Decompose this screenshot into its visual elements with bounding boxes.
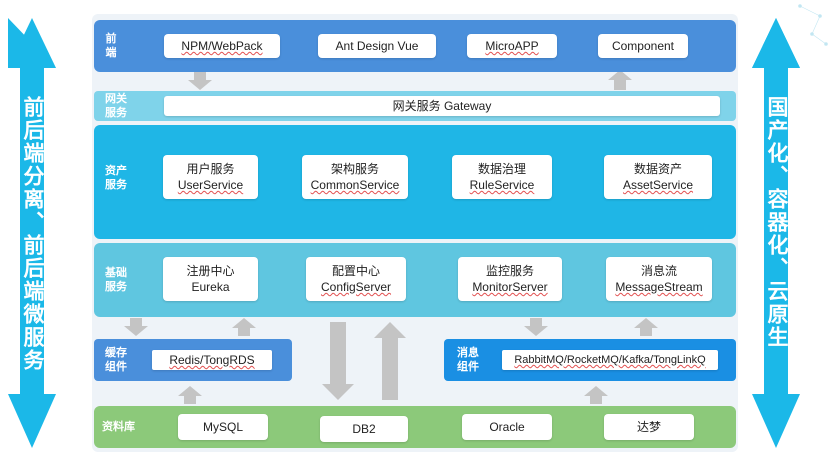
- database-item-oracle: Oracle: [462, 414, 552, 440]
- database-item-mysql: MySQL: [178, 414, 268, 440]
- arrow-base-to-mq: [524, 318, 548, 336]
- database-layer-label: 资料库: [102, 421, 135, 433]
- frontend-item-component: Component: [598, 34, 688, 58]
- arrow-mq-to-base: [634, 318, 658, 336]
- arrow-base-to-cache: [124, 318, 148, 336]
- arrow-database-to-cache: [178, 386, 202, 404]
- left-side-text: 前后端分离、前后端微服务: [21, 96, 44, 372]
- mq-item: RabbitMQ/RocketMQ/Kafka/TongLinkQ: [502, 350, 718, 370]
- frontend-item-antdv: Ant Design Vue: [318, 34, 436, 58]
- database-item-dameng: 达梦: [604, 414, 694, 440]
- frontend-layer-label: 前端: [105, 33, 117, 59]
- arrow-cache-to-base: [232, 318, 256, 336]
- database-item-db2: DB2: [320, 416, 408, 442]
- gateway-item: 网关服务 Gateway: [164, 96, 720, 116]
- frontend-item-npm: NPM/WebPack: [164, 34, 280, 58]
- decorative-network: [798, 4, 828, 46]
- left-side-arrow: [8, 18, 56, 448]
- arrow-database-to-mq: [584, 386, 608, 404]
- frontend-item-microapp: MicroAPP: [467, 34, 557, 58]
- cache-layer-label: 缓存组件: [105, 347, 127, 373]
- gateway-layer-label: 网关服务: [105, 93, 127, 119]
- arrow-gateway-to-frontend: [608, 70, 632, 90]
- right-side-arrow: [752, 18, 800, 448]
- arrow-base-to-database: [322, 322, 354, 400]
- right-side-text: 国产化、容器化、云原生: [765, 96, 788, 349]
- arrow-frontend-to-gateway: [188, 72, 212, 90]
- base-layer-label: 基础服务: [105, 267, 127, 293]
- mq-layer-label: 消息组件: [457, 347, 479, 373]
- cache-item: Redis/TongRDS: [152, 350, 272, 370]
- asset-layer-label: 资产服务: [105, 165, 127, 191]
- arrow-database-to-base: [374, 322, 406, 400]
